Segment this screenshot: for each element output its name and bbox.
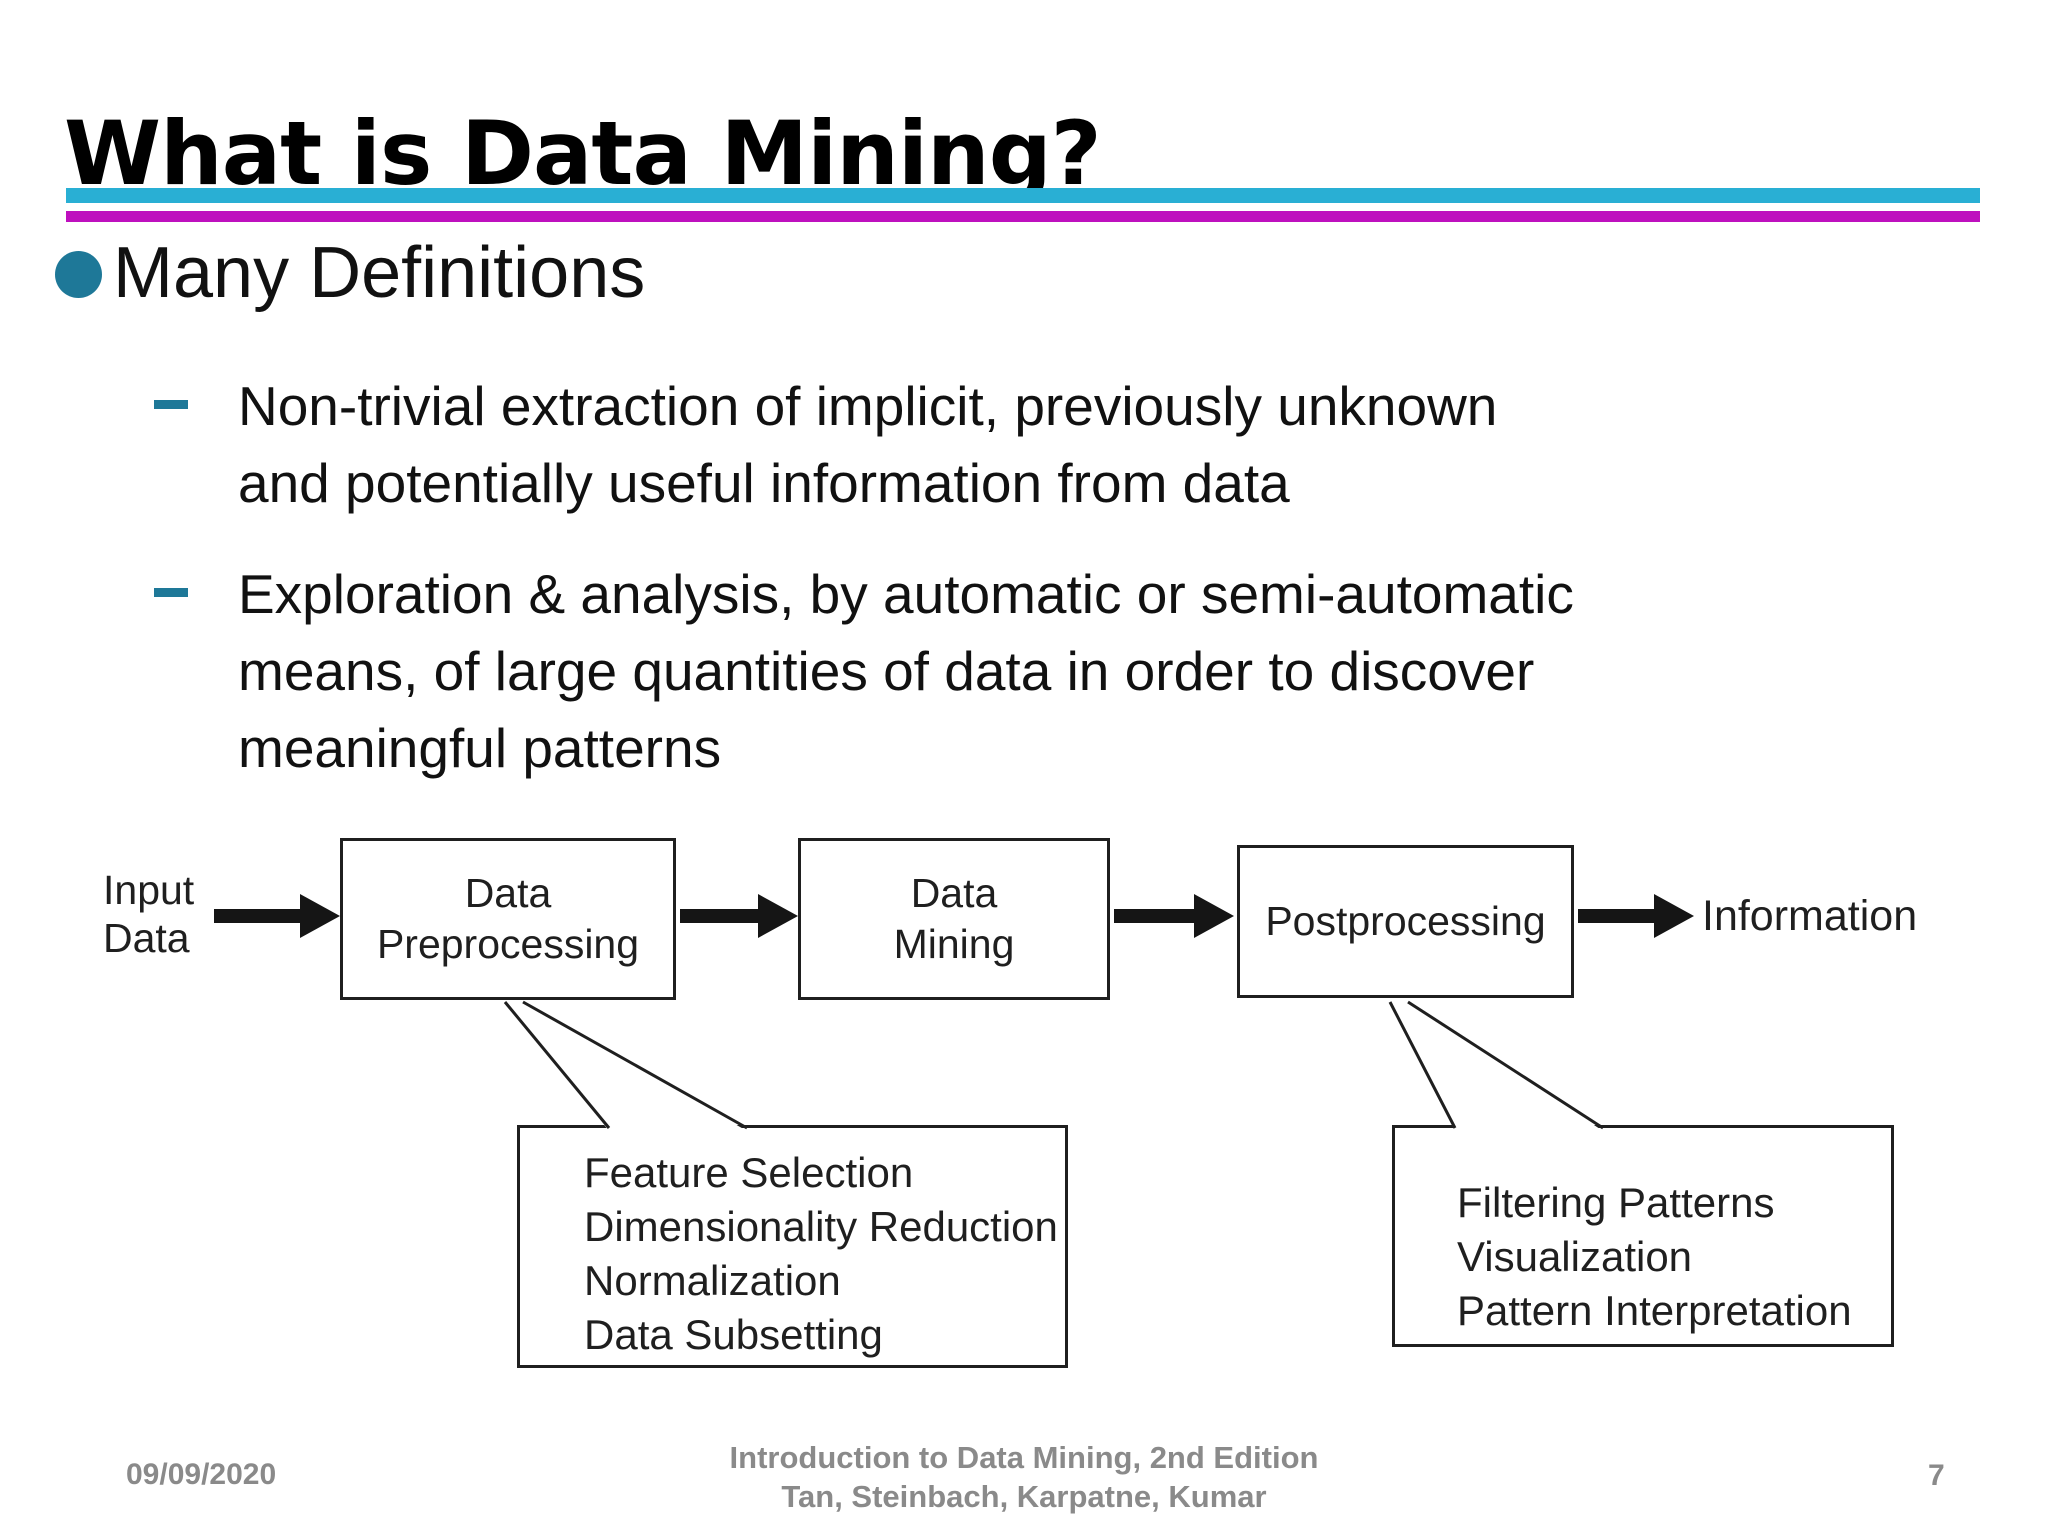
input-label-line: Data	[103, 915, 190, 961]
callout-line: Dimensionality Reduction	[584, 1203, 1058, 1250]
box-data-mining: Data Mining	[798, 838, 1110, 1000]
footer-citation-line: Introduction to Data Mining, 2nd Edition	[729, 1440, 1319, 1475]
flow-arrow-2	[680, 894, 798, 938]
footer-citation: Introduction to Data Mining, 2nd Edition…	[0, 1438, 2048, 1516]
sub-bullet-definition-1: Non-trivial extraction of implicit, prev…	[238, 368, 1497, 522]
dash-icon	[154, 588, 188, 597]
sub-bullet-line: Non-trivial extraction of implicit, prev…	[238, 375, 1498, 437]
title-underline-cyan	[66, 188, 1980, 203]
box-label-line: Postprocessing	[1265, 898, 1546, 944]
box-label-line: Data	[464, 870, 552, 916]
flow-arrow-4	[1578, 894, 1694, 938]
box-label-line: Mining	[893, 921, 1015, 967]
box-data-preprocessing: Data Preprocessing	[340, 838, 676, 1000]
information-label: Information	[1702, 892, 1918, 940]
box-label-line: Preprocessing	[376, 921, 640, 967]
box-postprocessing: Postprocessing	[1237, 845, 1574, 998]
callout-line: Pattern Interpretation	[1457, 1287, 1852, 1334]
callout-line: Data Subsetting	[584, 1311, 883, 1358]
callout-pointer-right	[1388, 1000, 1604, 1131]
callout-line: Feature Selection	[584, 1149, 914, 1196]
callout-line: Filtering Patterns	[1457, 1179, 1775, 1226]
flow-arrow-3	[1114, 894, 1234, 938]
box-label-line: Data	[910, 870, 998, 916]
footer-date: 09/09/2020	[126, 1458, 277, 1491]
sub-bullet-line: Exploration & analysis, by automatic or …	[238, 563, 1574, 625]
callout-line: Normalization	[584, 1257, 841, 1304]
callout-line: Visualization	[1457, 1233, 1693, 1280]
footer-page-number: 7	[1928, 1459, 1945, 1492]
page-title: What is Data Mining?	[64, 101, 1102, 205]
callout-postprocessing-tasks: Filtering Patterns Visualization Pattern…	[1392, 1125, 1894, 1347]
input-data-label: Input Data	[103, 866, 194, 962]
sub-bullet-definition-2: Exploration & analysis, by automatic or …	[238, 556, 1574, 787]
sub-bullet-line: meaningful patterns	[238, 717, 722, 779]
dash-icon	[154, 400, 188, 409]
callout-pointer-left	[503, 1000, 748, 1131]
sub-bullet-line: and potentially useful information from …	[238, 452, 1290, 514]
footer-citation-line: Tan, Steinbach, Karpatne, Kumar	[781, 1479, 1267, 1514]
bullet-dot-icon	[55, 251, 102, 298]
flow-arrow-1	[214, 894, 340, 938]
input-label-line: Input	[103, 867, 195, 913]
callout-preprocessing-tasks: Feature Selection Dimensionality Reducti…	[517, 1125, 1068, 1368]
bullet-many-definitions: Many Definitions	[113, 233, 646, 313]
title-underline-magenta	[66, 211, 1980, 222]
sub-bullet-line: means, of large quantities of data in or…	[238, 640, 1535, 702]
